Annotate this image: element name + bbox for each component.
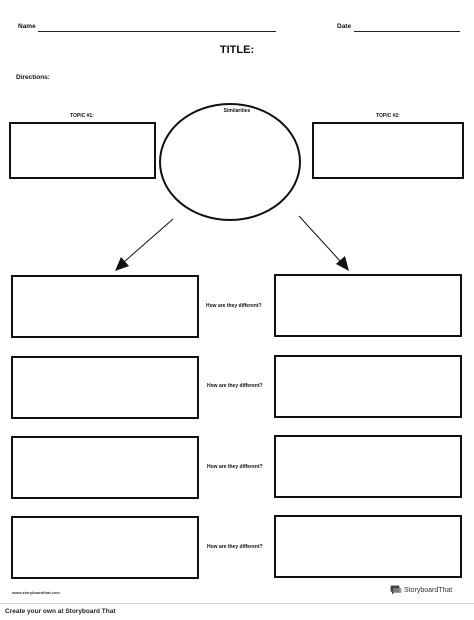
site-url: www.storyboardthat.com xyxy=(12,590,60,595)
brand-logo: StoryboardThat xyxy=(390,585,452,595)
name-label: Name xyxy=(18,23,36,30)
difference-prompt-2: How are they different? xyxy=(207,383,263,389)
connector-arrows xyxy=(115,215,349,271)
similarities-circle[interactable] xyxy=(159,103,301,221)
date-label: Date xyxy=(337,23,352,30)
right-arrow-line xyxy=(298,215,342,263)
topic2-label: TOPIC #2: xyxy=(376,113,400,119)
difference-prompt-3: How are they different? xyxy=(207,464,263,470)
topic1-box[interactable] xyxy=(9,122,156,179)
topic1-label: TOPIC #1: xyxy=(70,113,94,119)
page-title: TITLE: xyxy=(219,44,255,56)
right-arrowhead xyxy=(336,256,349,271)
left-arrow-line xyxy=(123,218,174,263)
left-difference-box-3[interactable] xyxy=(11,436,199,499)
difference-prompt-4: How are they different? xyxy=(207,544,263,550)
right-difference-box-3[interactable] xyxy=(274,435,462,498)
right-difference-box-4[interactable] xyxy=(274,515,462,578)
create-own-link[interactable]: Create your own at Storyboard That xyxy=(5,608,116,615)
left-difference-box-1[interactable] xyxy=(11,275,199,338)
name-field-line[interactable] xyxy=(38,31,276,32)
difference-prompt-1: How are they different? xyxy=(206,303,262,309)
topic2-box[interactable] xyxy=(312,122,464,179)
right-difference-box-2[interactable] xyxy=(274,355,462,418)
left-difference-box-2[interactable] xyxy=(11,356,199,419)
date-field-line[interactable] xyxy=(354,31,460,32)
left-difference-box-4[interactable] xyxy=(11,516,199,579)
brand-name: StoryboardThat xyxy=(404,586,453,594)
left-arrowhead xyxy=(115,257,129,271)
right-difference-box-1[interactable] xyxy=(274,274,462,337)
worksheet: Name Date TITLE: Directions: TOPIC #1: T… xyxy=(0,23,474,604)
directions-label: Directions: xyxy=(16,74,50,81)
speech-bubble-icon xyxy=(390,585,402,595)
similarities-label: Similarities xyxy=(223,108,251,114)
